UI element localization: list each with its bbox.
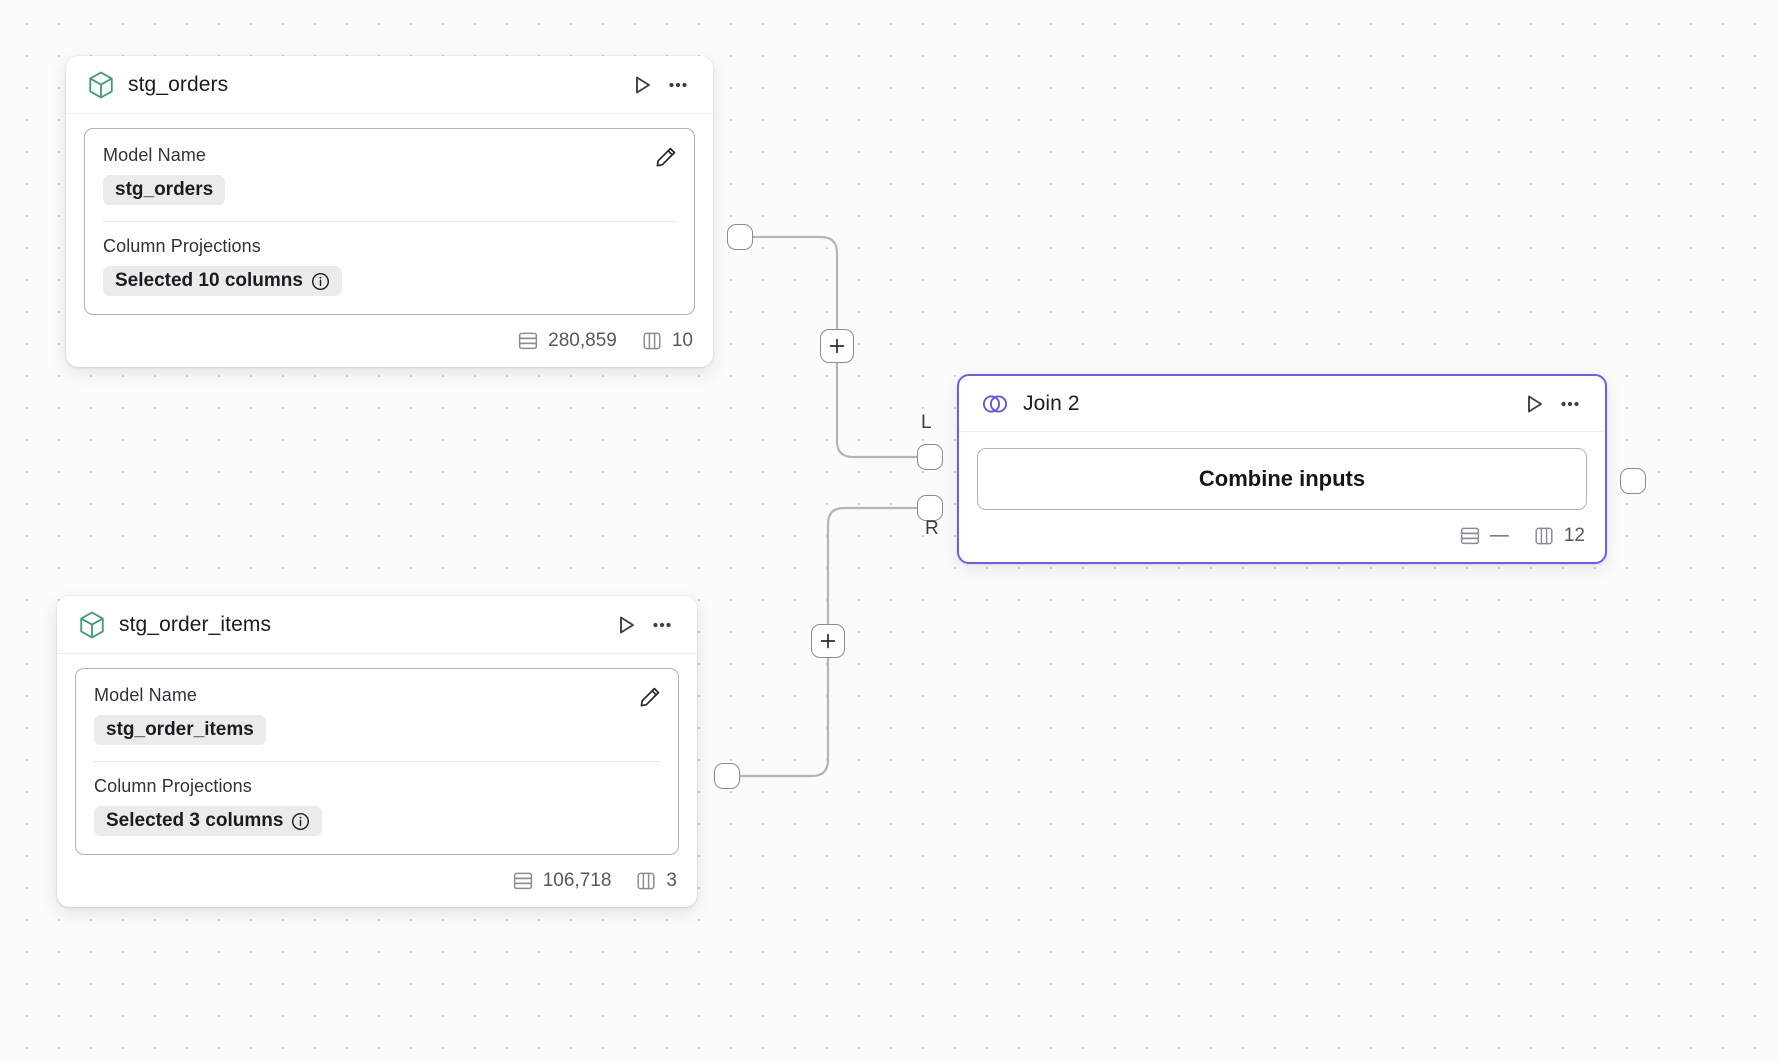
run-icon[interactable] — [1519, 389, 1549, 419]
column-count-stat: 3 — [635, 870, 677, 892]
model-config-panel: Model Name stg_orders Column Projections… — [84, 128, 695, 315]
row-count-value: — — [1489, 525, 1509, 546]
cube-icon — [88, 71, 114, 99]
cube-icon — [79, 611, 105, 639]
row-count-stat: — — [1459, 525, 1509, 547]
model-name-label: Model Name — [103, 145, 207, 165]
node-footer: — 12 — [959, 510, 1605, 562]
node-join-2[interactable]: Join 2 Combine inputs — [957, 374, 1607, 564]
rows-icon — [512, 870, 534, 892]
node-body: Combine inputs — [959, 432, 1605, 510]
node-body: Model Name stg_order_items Column Projec… — [57, 654, 697, 855]
row-count-value: 280,859 — [548, 330, 617, 351]
more-options-icon[interactable] — [663, 70, 693, 100]
node-title: stg_order_items — [119, 612, 272, 636]
run-icon[interactable] — [611, 610, 641, 640]
output-handle-stg-orders[interactable] — [727, 224, 753, 250]
add-node-button-lower[interactable] — [811, 624, 845, 658]
row-count-value: 106,718 — [542, 870, 612, 891]
more-options-icon[interactable] — [1555, 389, 1585, 419]
node-body: Model Name stg_orders Column Projections… — [66, 114, 713, 315]
model-name-value[interactable]: stg_orders — [103, 175, 226, 205]
edit-pencil-icon[interactable] — [652, 143, 680, 171]
column-projections-label: Column Projections — [103, 236, 261, 256]
model-config-panel: Model Name stg_order_items Column Projec… — [75, 668, 679, 855]
column-count-value: 10 — [671, 330, 693, 351]
node-title: stg_orders — [128, 72, 229, 96]
edit-pencil-icon[interactable] — [636, 683, 664, 711]
columns-icon — [635, 870, 657, 892]
node-footer: 280,859 10 — [66, 315, 713, 367]
chip-text: Selected 10 columns — [115, 270, 303, 291]
column-count-stat: 12 — [1533, 525, 1585, 547]
column-count-stat: 10 — [641, 330, 693, 352]
info-icon[interactable] — [291, 812, 310, 831]
node-stg-orders[interactable]: stg_orders — [66, 56, 713, 367]
column-projections-value[interactable]: Selected 10 columns — [103, 266, 342, 296]
combine-inputs-button[interactable]: Combine inputs — [977, 448, 1587, 510]
column-projections-value[interactable]: Selected 3 columns — [94, 806, 323, 836]
column-count-value: 3 — [666, 870, 677, 891]
input-handle-join-right[interactable] — [917, 495, 943, 521]
row-count-stat: 106,718 — [512, 870, 612, 892]
rows-icon — [517, 330, 539, 352]
run-icon[interactable] — [627, 70, 657, 100]
divider — [103, 221, 676, 222]
model-name-value[interactable]: stg_order_items — [94, 715, 266, 745]
column-projections-label: Column Projections — [94, 776, 252, 796]
output-handle-stg-order-items[interactable] — [714, 763, 740, 789]
input-handle-join-left[interactable] — [917, 444, 943, 470]
more-options-icon[interactable] — [647, 610, 677, 640]
node-header: Join 2 — [959, 376, 1605, 432]
info-icon[interactable] — [311, 272, 330, 291]
add-node-button-upper[interactable] — [820, 329, 854, 363]
node-title: Join 2 — [1023, 391, 1080, 415]
node-header: stg_order_items — [57, 596, 697, 654]
model-name-label: Model Name — [94, 685, 198, 705]
node-header: stg_orders — [66, 56, 713, 114]
chip-text: Selected 3 columns — [106, 810, 284, 831]
node-footer: 106,718 3 — [57, 855, 697, 907]
rows-icon — [1459, 525, 1481, 547]
row-count-stat: 280,859 — [517, 330, 617, 352]
port-label-right: R — [925, 518, 939, 539]
columns-icon — [1533, 525, 1555, 547]
columns-icon — [641, 330, 663, 352]
output-handle-join-2[interactable] — [1620, 468, 1646, 494]
divider — [94, 761, 660, 762]
port-label-left: L — [921, 412, 932, 433]
venn-join-icon — [981, 393, 1009, 415]
column-count-value: 12 — [1563, 525, 1585, 546]
node-stg-order-items[interactable]: stg_order_items — [57, 596, 697, 907]
